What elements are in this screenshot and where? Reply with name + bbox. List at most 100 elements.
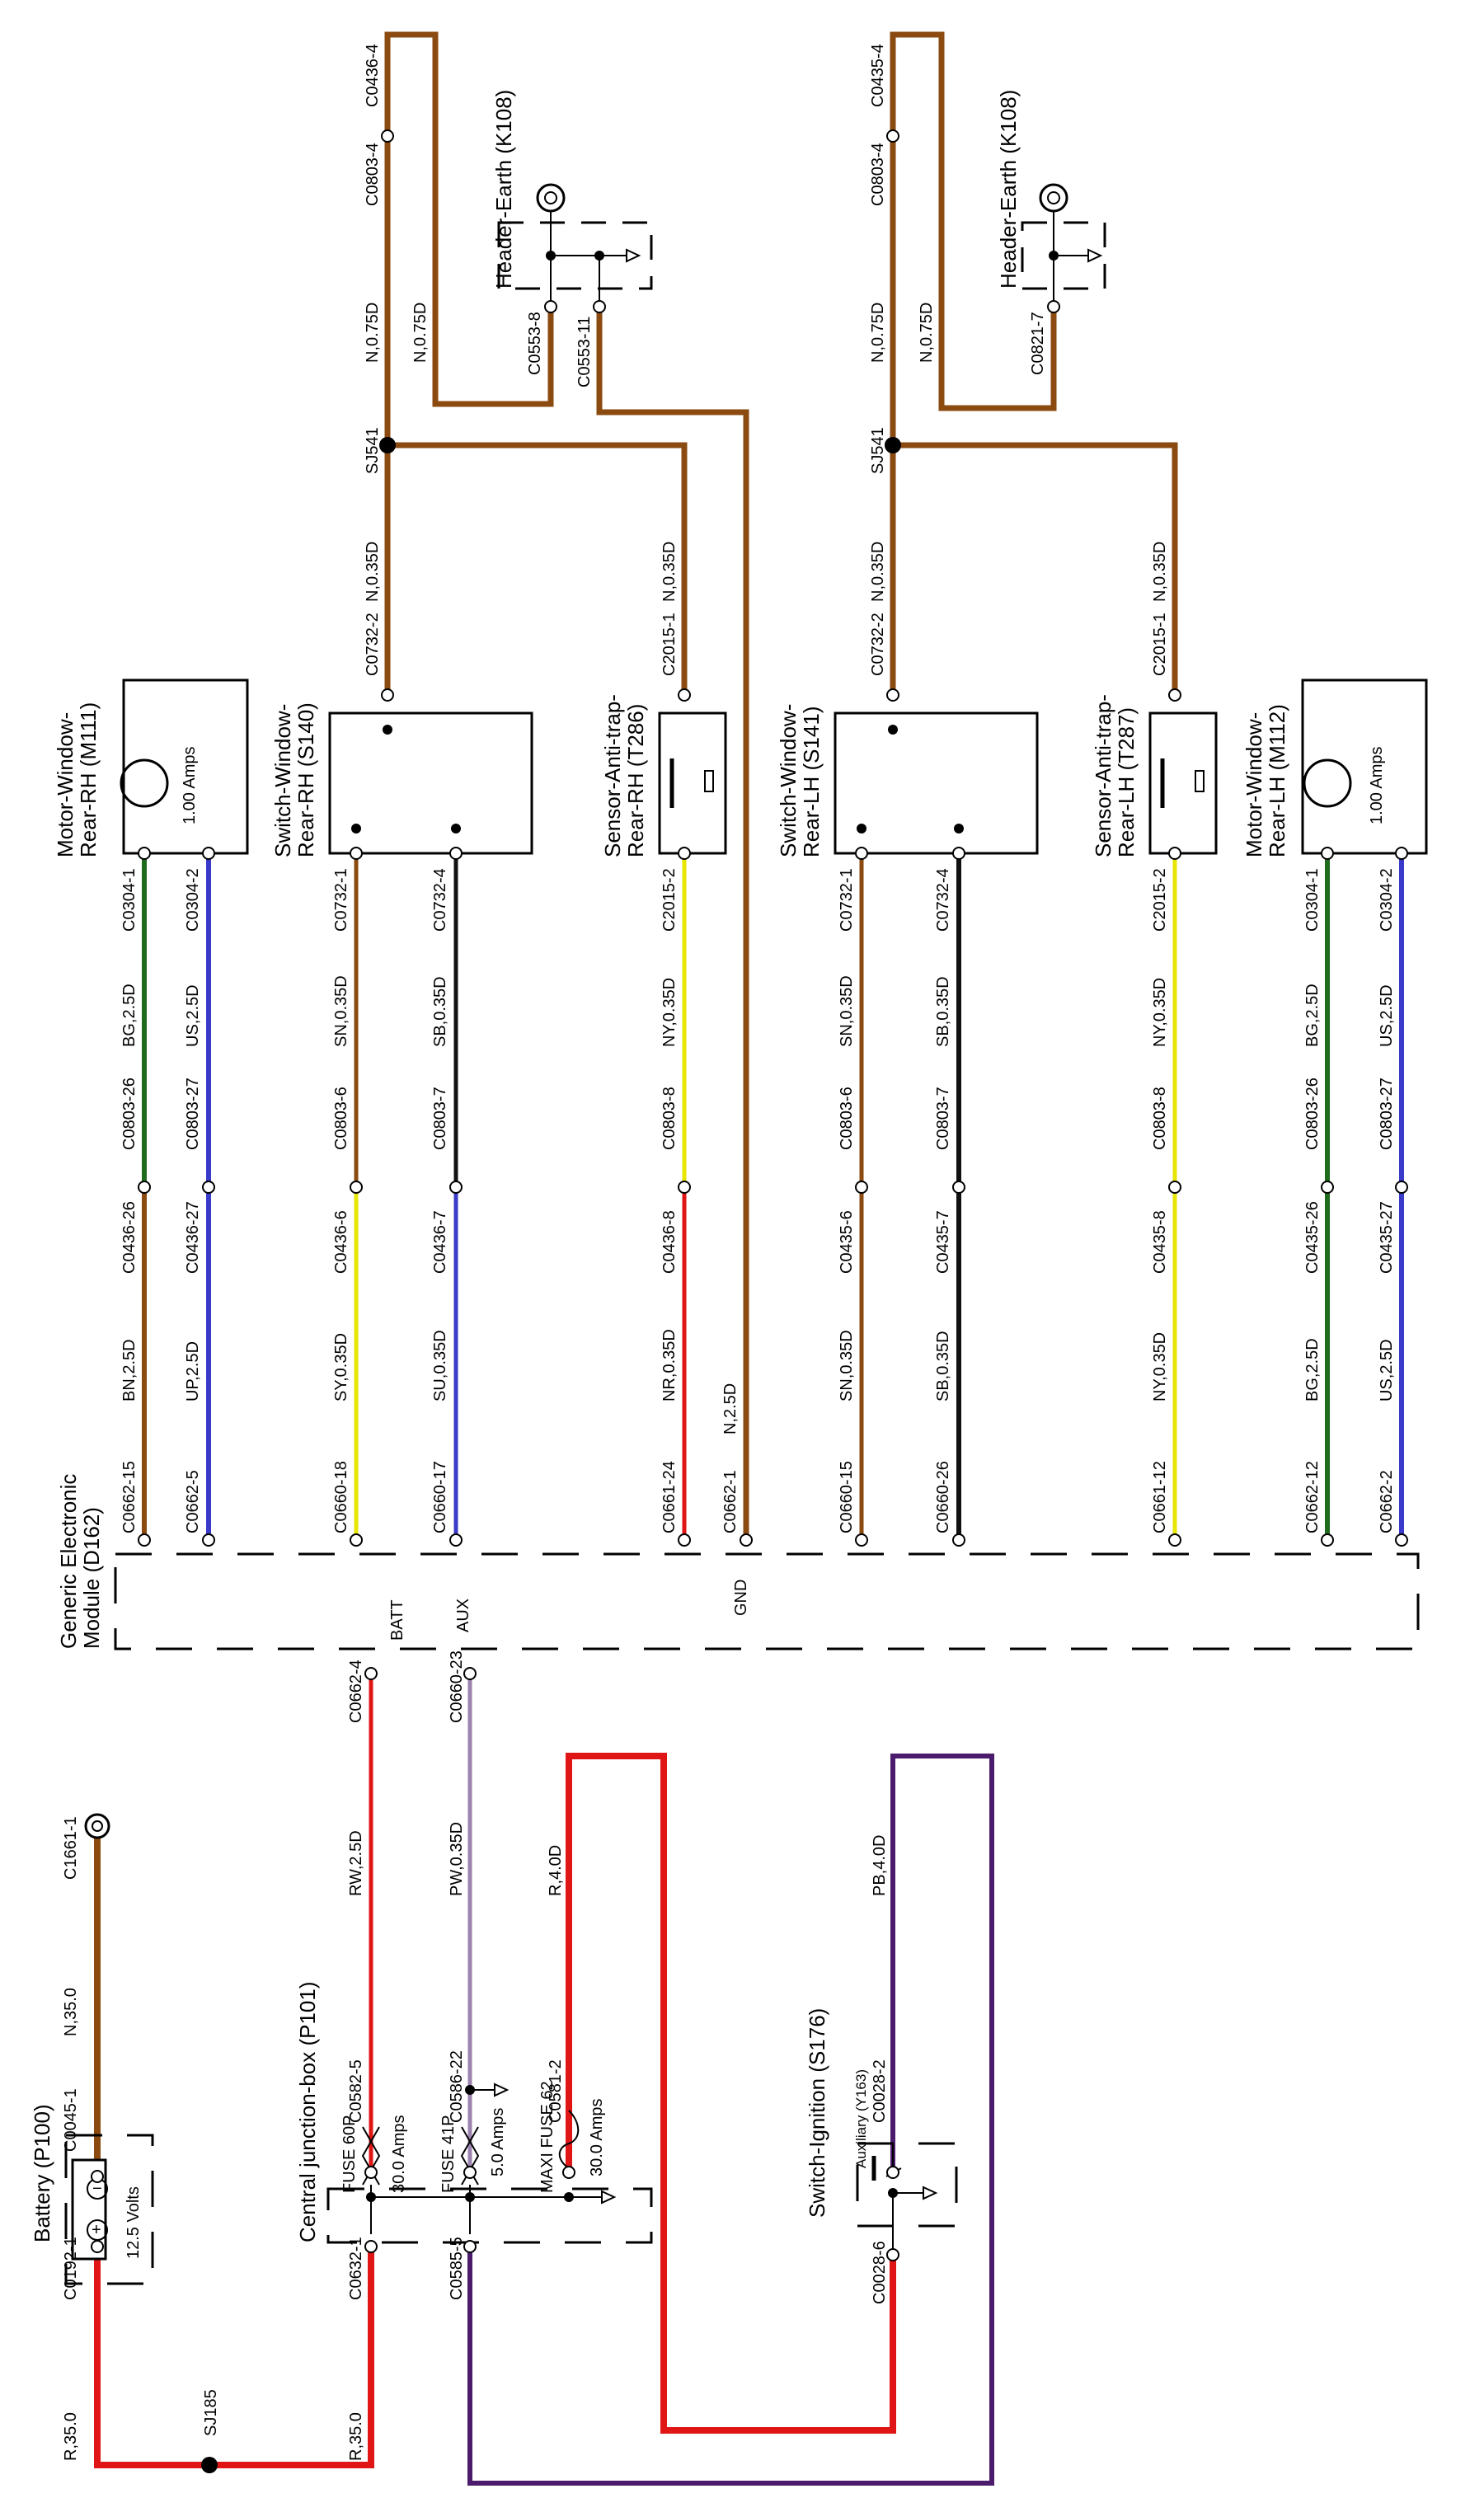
label-c0304-2a: C0304-2 (184, 868, 202, 932)
connector-pin (1168, 1181, 1181, 1194)
label-c0435-4: C0435-4 (869, 44, 887, 107)
motor-lh-title-2: Rear-LH (M112) (1265, 704, 1289, 857)
wire-earth-rh-sensor (387, 442, 688, 695)
sensor-anti-trap-rear-rh: Sensor-Anti-trap- Rear-RH (T286) (600, 694, 727, 857)
label-c0028-2: C0028-2 (871, 2059, 889, 2123)
label-c0661-12: C0661-12 (1151, 1461, 1169, 1533)
label-c0436-4: C0436-4 (364, 44, 382, 107)
wire-r-4 (566, 1753, 896, 2434)
battery-component: − + Battery (P100) 12.5 Volts (30, 2104, 154, 2285)
label-c0435-6: C0435-6 (838, 1210, 856, 1274)
fuse-60p: FUSE 60P (340, 2115, 359, 2193)
connector-pin (202, 847, 215, 860)
connector-pin (350, 847, 363, 860)
label-sj541a: SJ541 (364, 427, 382, 474)
connector-pin (463, 2166, 477, 2179)
label-c0803-27a: C0803-27 (184, 1078, 202, 1150)
connector-pin (886, 688, 899, 702)
label-pb40: PB,4.0D (871, 1835, 889, 1896)
wire-gnd (596, 307, 749, 1540)
generic-electronic-module: Generic Electronic Module (D162) BATT AU… (56, 1474, 1420, 1650)
label-c0803-6a: C0803-6 (332, 1087, 350, 1150)
connector-pin (364, 2166, 378, 2179)
connector-pin (678, 1533, 691, 1547)
label-c0662-4: C0662-4 (347, 1660, 365, 1723)
label-us25b: US,2.5D (1378, 1339, 1396, 1402)
label-c2015-2a: C2015-2 (660, 868, 679, 932)
connector-pin (138, 1533, 151, 1547)
earth-lh-title: Header-Earth (K108) (996, 90, 1021, 289)
label-c2015-2b: C2015-2 (1151, 868, 1169, 932)
connector-pin (678, 1181, 691, 1194)
fuse-60p-rating: 30.0 Amps (390, 2115, 408, 2193)
label-c0662-2: C0662-2 (1378, 1470, 1396, 1533)
plus-symbol: + (92, 2221, 101, 2239)
connector-pin (855, 1181, 868, 1194)
label-pw035: PW,0.35D (448, 1822, 466, 1896)
label-sb035a: SB,0.35D (431, 976, 449, 1047)
motor-lh-rating: 1.00 Amps (1368, 746, 1386, 824)
label-n075b: N,0.75D (411, 303, 430, 363)
motor-window-rear-lh: Motor-Window- Rear-LH (M112) 1.00 Amps (1242, 678, 1428, 857)
label-c0803-8a: C0803-8 (660, 1087, 679, 1150)
wires (94, 31, 1404, 2486)
label-c0732-1a: C0732-1 (332, 868, 350, 932)
connector-pin (740, 1533, 753, 1547)
label-sn035c: SN,0.35D (838, 975, 856, 1047)
connector-pins (91, 129, 1408, 2261)
label-c0803-7b: C0803-7 (934, 1087, 952, 1150)
connector-pin (1168, 847, 1181, 860)
switch-lh-title-2: Rear-LH (S141) (799, 706, 824, 857)
connector-pin (449, 847, 463, 860)
connector-pin (91, 2240, 104, 2253)
connector-pin (449, 1181, 463, 1194)
wire-earth-rh-loop (384, 31, 554, 445)
label-c0803-8b: C0803-8 (1151, 1087, 1169, 1150)
switch-lh-title-1: Switch-Window- (776, 704, 801, 857)
label-c2015-1a: C2015-1 (660, 613, 679, 676)
label-c0660-17: C0660-17 (431, 1461, 449, 1533)
connector-pin (364, 1667, 378, 1680)
sensor-lh-title-2: Rear-LH (T287) (1114, 707, 1139, 857)
switch-ignition: Switch-Ignition (S176) Auxiliary (Y163) (805, 2008, 958, 2259)
label-c0732-2b: C0732-2 (869, 613, 887, 676)
label-n035c: N,0.35D (869, 542, 887, 602)
motor-rh-title-1: Motor-Window- (53, 712, 77, 857)
label-c0803-7a: C0803-7 (431, 1087, 449, 1150)
label-c0803-27b: C0803-27 (1378, 1078, 1396, 1150)
gem-pin-batt: BATT (388, 1599, 406, 1641)
switch-window-rear-rh: Switch-Window- Rear-RH (S140) (270, 702, 533, 857)
label-c0436-6: C0436-6 (332, 1210, 350, 1274)
label-c0435-26: C0435-26 (1303, 1201, 1322, 1274)
connector-pin (1321, 1181, 1334, 1194)
label-c0304-1a: C0304-1 (120, 868, 139, 932)
connector-pin (381, 129, 394, 143)
gem-pin-gnd: GND (732, 1580, 750, 1616)
label-c0803-4b: C0803-4 (869, 143, 887, 206)
connector-pin (562, 2166, 575, 2179)
splice-sj185 (201, 2457, 218, 2473)
label-c0660-23: C0660-23 (448, 1650, 466, 1723)
earth-rh-title: Header-Earth (K108) (491, 90, 516, 289)
label-n35: N,35.0 (62, 1988, 80, 2036)
label-c0632-1: C0632-1 (347, 2237, 365, 2300)
label-c0436-26: C0436-26 (120, 1201, 139, 1274)
sensor-rh-title-2: Rear-RH (T286) (623, 704, 648, 857)
label-c0553-11: C0553-11 (575, 317, 594, 387)
cjb-title: Central junction-box (P101) (295, 1982, 320, 2243)
connector-pin (91, 2170, 104, 2183)
label-c0436-27: C0436-27 (184, 1201, 202, 1274)
connector-pin (886, 2248, 899, 2261)
connector-pin (1395, 1181, 1408, 1194)
label-c0662-5: C0662-5 (184, 1470, 202, 1533)
motor-rh-title-2: Rear-RH (M111) (76, 702, 101, 857)
ignition-title: Switch-Ignition (S176) (805, 2008, 829, 2218)
label-c0732-4a: C0732-4 (431, 868, 449, 932)
label-ny035c: NY,0.35D (1151, 978, 1169, 1047)
connector-pin (1047, 300, 1060, 313)
label-n075d: N,0.75D (918, 303, 936, 363)
label-c0304-1b: C0304-1 (1303, 868, 1322, 932)
connector-pin (463, 2240, 477, 2253)
label-c0436-8: C0436-8 (660, 1210, 679, 1274)
